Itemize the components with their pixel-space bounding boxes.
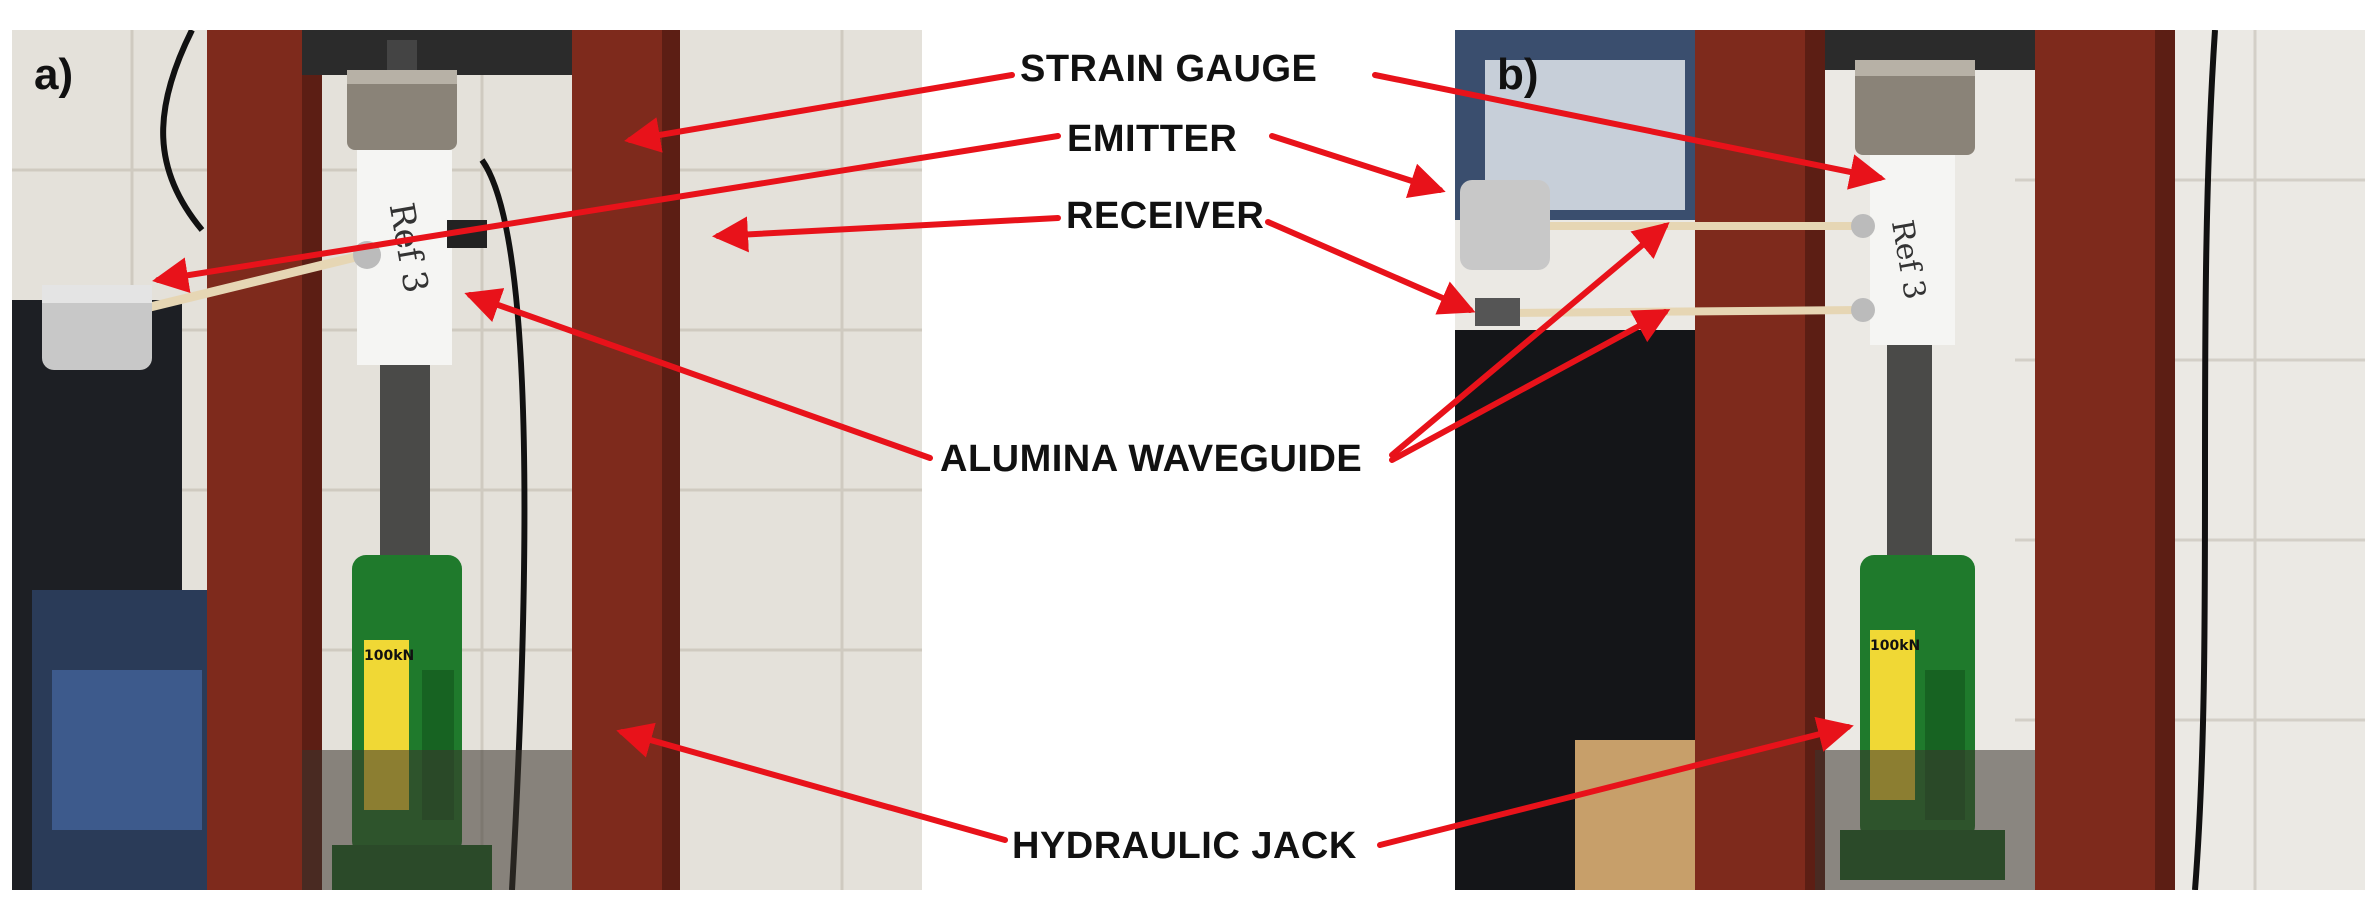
arrow-alumina-waveguide-a (464, 288, 933, 461)
photo-panel-a: Ref 3 100kN (12, 30, 922, 890)
jack-rating-a: 100kN (364, 648, 414, 664)
callout-receiver: RECEIVER (1066, 195, 1265, 237)
panel-label-b: b) (1497, 50, 1539, 99)
arrow-emitter-b (1269, 133, 1446, 198)
arrow-strain-gauge-a (624, 72, 1015, 153)
callout-alumina-waveguide: ALUMINA WAVEGUIDE (940, 438, 1363, 480)
arrow-hydraulic-jack-b (1377, 716, 1854, 848)
photo-a-illustration: Ref 3 100kN (12, 30, 922, 890)
photo-b-illustration: Ref 3 100kN (1455, 30, 2365, 890)
jack-rating-b: 100kN (1870, 638, 1920, 654)
callout-emitter: EMITTER (1067, 118, 1238, 160)
arrow-receiver-b (1265, 219, 1476, 315)
callout-hydraulic-jack: HYDRAULIC JACK (1012, 825, 1357, 867)
arrow-receiver-a (712, 215, 1061, 253)
arrow-strain-gauge-b (1372, 72, 1886, 190)
arrow-hydraulic-jack-a (616, 722, 1008, 843)
arrow-alumina-waveguide-b2 (1389, 309, 1671, 463)
arrow-emitter-a (152, 133, 1061, 294)
arrow-alumina-waveguide-b1 (1389, 222, 1670, 458)
photo-panel-b: Ref 3 100kN (1455, 30, 2365, 890)
callout-strain-gauge: STRAIN GAUGE (1020, 48, 1318, 90)
panel-label-a: a) (34, 50, 74, 99)
